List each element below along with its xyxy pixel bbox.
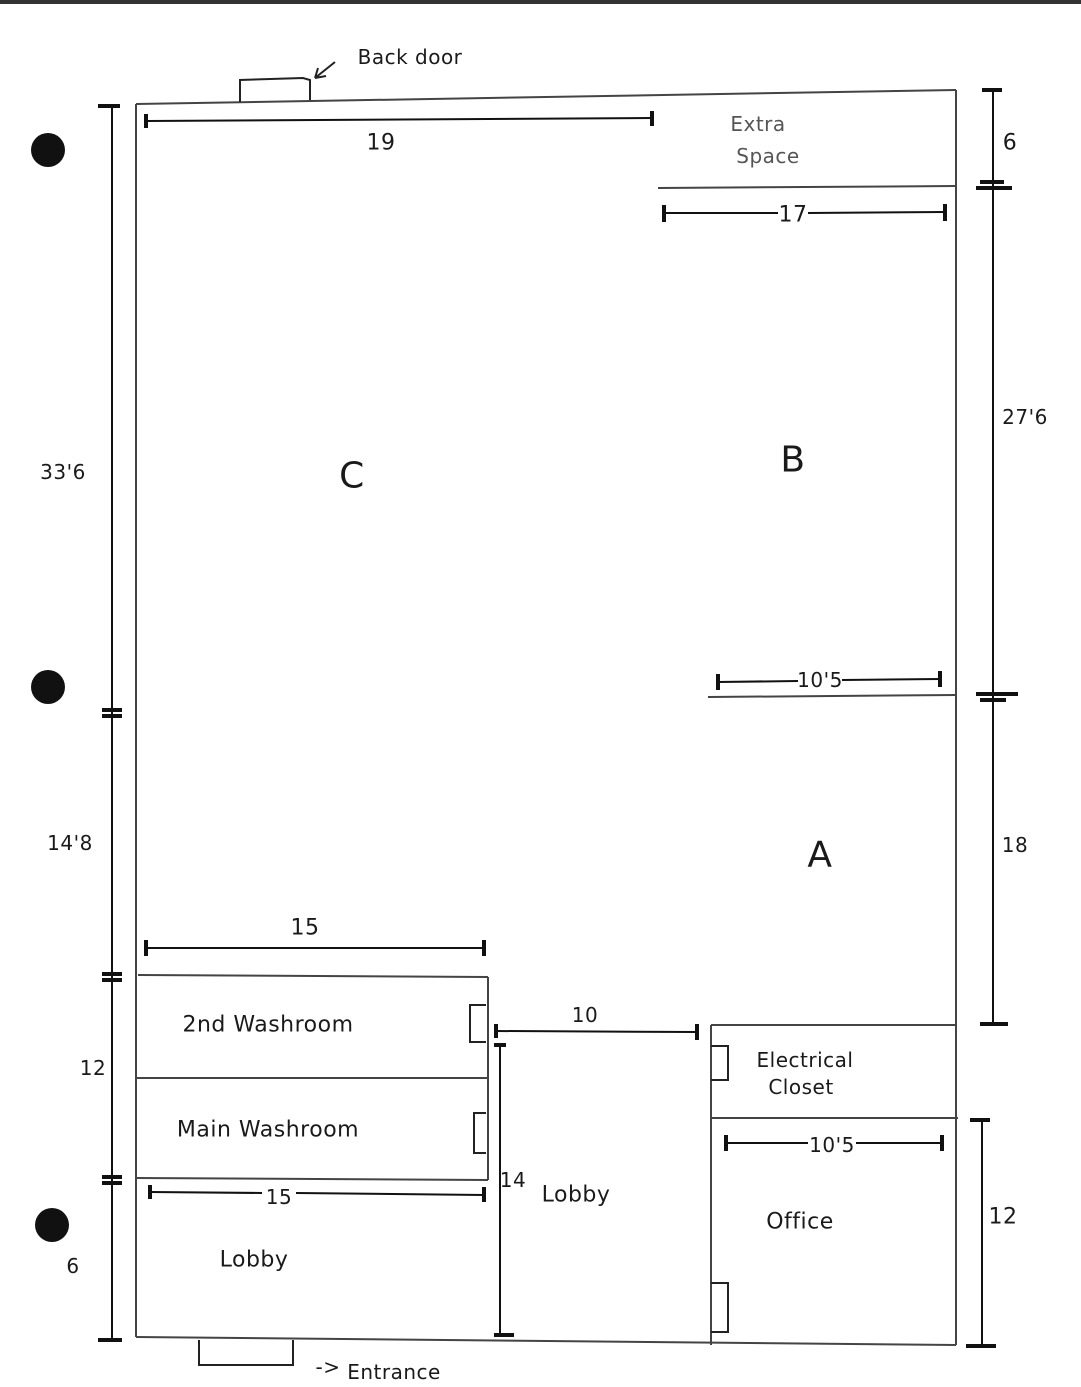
entrance-arrow-icon: ->	[315, 1355, 341, 1379]
dim-left-washrooms: 12	[79, 1056, 107, 1080]
dim-right-a: 18	[1001, 833, 1029, 857]
dim-right-office: 12	[988, 1204, 1018, 1230]
door-main-washroom	[473, 1112, 486, 1154]
extra-space-label-line2: Space	[736, 144, 800, 168]
window-top-bar	[0, 0, 1081, 4]
dim-top-width: 19	[366, 130, 396, 156]
dim-lobby-depth: 14	[499, 1168, 527, 1192]
dim-right-extra: 6	[1002, 130, 1018, 156]
dim-washroom-width: 15	[290, 915, 320, 941]
door-electrical-closet	[711, 1045, 729, 1081]
second-washroom-label: 2nd Washroom	[182, 1012, 354, 1038]
dim-right-b: 27'6	[1002, 405, 1048, 429]
door-office	[711, 1282, 729, 1333]
room-c-label: C	[339, 455, 365, 497]
horizontal-dimension-lines	[144, 111, 947, 1202]
dim-left-lobby: 6	[66, 1254, 80, 1278]
room-a-label: A	[807, 834, 833, 876]
back-door-symbol	[239, 76, 311, 102]
interior-walls	[135, 185, 958, 1345]
outer-walls	[135, 89, 957, 1346]
vertical-dimension-lines	[98, 88, 1018, 1348]
room-b-label: B	[780, 439, 806, 481]
door-2nd-washroom	[469, 1004, 486, 1043]
lobby-center-label: Lobby	[541, 1182, 611, 1208]
dim-office-width: 10'5	[809, 1133, 855, 1157]
hole-punch	[31, 133, 65, 167]
dim-b-width: 10'5	[797, 668, 843, 692]
extra-space-label-line1: Extra	[730, 112, 786, 136]
dim-left-c: 33'6	[40, 460, 86, 484]
electrical-closet-label-line2: Closet	[768, 1075, 834, 1099]
back-door-label: Back door	[357, 45, 463, 69]
main-washroom-label: Main Washroom	[176, 1117, 360, 1143]
electrical-closet-label-line1: Electrical	[756, 1048, 854, 1072]
dim-lobby-width: 10	[571, 1003, 599, 1027]
dim-extra-width: 17	[778, 202, 808, 228]
back-door-arrow-icon	[314, 61, 336, 79]
dim-lobby-left-width: 15	[265, 1185, 293, 1209]
hole-punch	[35, 1208, 69, 1242]
office-label: Office	[766, 1209, 834, 1235]
entrance-door-symbol	[198, 1340, 294, 1366]
dim-left-a: 14'8	[47, 831, 93, 855]
lobby-left-label: Lobby	[219, 1247, 289, 1273]
hole-punch	[31, 670, 65, 704]
entrance-label: Entrance	[347, 1360, 441, 1384]
